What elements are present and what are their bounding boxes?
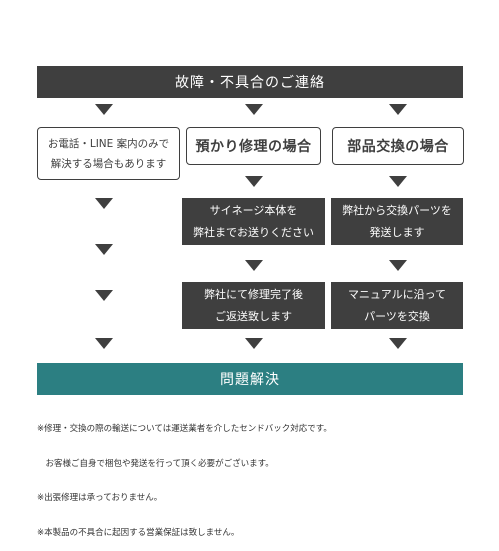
note-line: お客様ご自身で梱包や発送を行って頂く必要がございます。 (37, 458, 274, 469)
exchange-heading-box: 部品交換の場合 (332, 127, 464, 165)
exchange-step-1: 弊社から交換パーツを 発送します (331, 198, 463, 245)
arrow-down-icon (245, 260, 263, 271)
repair-step-2-line-2: ご返送致します (215, 309, 292, 323)
note-line: ※本製品の不具合に起因する営業保証は致しません。 (37, 527, 240, 538)
arrow-down-icon (389, 338, 407, 349)
exchange-step-1-line-2: 発送します (369, 225, 425, 239)
exchange-step-2: マニュアルに沿って パーツを交換 (331, 282, 463, 329)
repair-step-2: 弊社にて修理完了後 ご返送致します (182, 282, 325, 329)
arrow-down-icon (245, 104, 263, 115)
arrow-down-icon (389, 104, 407, 115)
repair-step-1: サイネージ本体を 弊社までお送りください (182, 198, 325, 245)
repair-step-1-line-1: サイネージ本体を (209, 203, 298, 217)
notes-block: ※修理・交換の際の輸送については運送業者を介したセンドバック対応です。 お客様ご… (37, 401, 477, 551)
arrow-down-icon (389, 176, 407, 187)
phone-support-box: お電話・LINE 案内のみで 解決する場合もあります (37, 127, 180, 180)
flow-start-bar: 故障・不具合のご連絡 (37, 66, 463, 98)
exchange-step-2-line-1: マニュアルに沿って (347, 287, 447, 301)
problem-solved-bar: 問題解決 (37, 363, 463, 395)
repair-heading-box: 預かり修理の場合 (186, 127, 321, 165)
exchange-step-2-line-2: パーツを交換 (364, 309, 430, 323)
phone-support-line-2: 解決する場合もあります (50, 157, 167, 170)
repair-step-2-line-1: 弊社にて修理完了後 (204, 287, 303, 301)
arrow-down-icon (389, 260, 407, 271)
repair-step-1-line-2: 弊社までお送りください (193, 225, 314, 239)
phone-support-line-1: お電話・LINE 案内のみで (47, 137, 170, 150)
note-line: ※修理・交換の際の輸送については運送業者を介したセンドバック対応です。 (37, 424, 332, 434)
exchange-step-1-line-1: 弊社から交換パーツを (342, 203, 452, 217)
arrow-down-icon (245, 176, 263, 187)
flow-start-label: 故障・不具合のご連絡 (175, 75, 325, 91)
arrow-down-icon (95, 198, 113, 209)
exchange-heading: 部品交換の場合 (347, 139, 449, 155)
arrow-down-icon (95, 338, 113, 349)
note-line: ※出張修理は承っておりません。 (37, 493, 163, 503)
repair-heading: 預かり修理の場合 (195, 139, 312, 155)
arrow-down-icon (95, 104, 113, 115)
arrow-down-icon (95, 290, 113, 301)
arrow-down-icon (245, 338, 263, 349)
problem-solved-label: 問題解決 (220, 372, 280, 388)
arrow-down-icon (95, 244, 113, 255)
